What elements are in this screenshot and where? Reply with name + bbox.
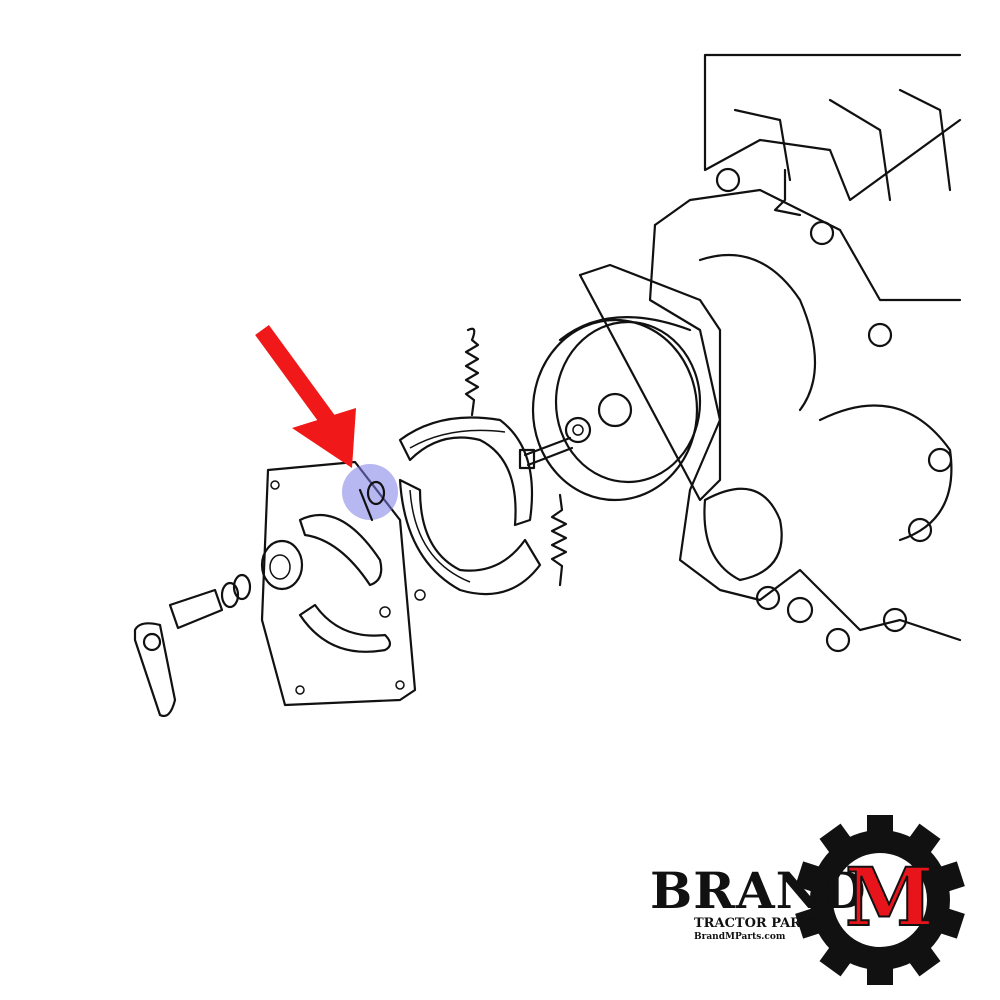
gear-icon [795, 815, 965, 985]
highlight-marker [342, 464, 398, 520]
washer [366, 480, 386, 506]
logo-letter: M [844, 850, 935, 944]
brake-drum [518, 316, 702, 502]
engine-housing [578, 53, 962, 653]
spring [464, 327, 568, 587]
pointer-arrow-icon [255, 324, 356, 468]
logo-website: BrandMParts.com [694, 932, 786, 942]
camshaft-lever [133, 573, 252, 718]
logo-tagline: TRACTOR PARTS [694, 916, 820, 931]
bolt-icon [715, 167, 953, 653]
logo-brand: BRAND [650, 861, 867, 920]
brake-shoes [398, 416, 542, 596]
